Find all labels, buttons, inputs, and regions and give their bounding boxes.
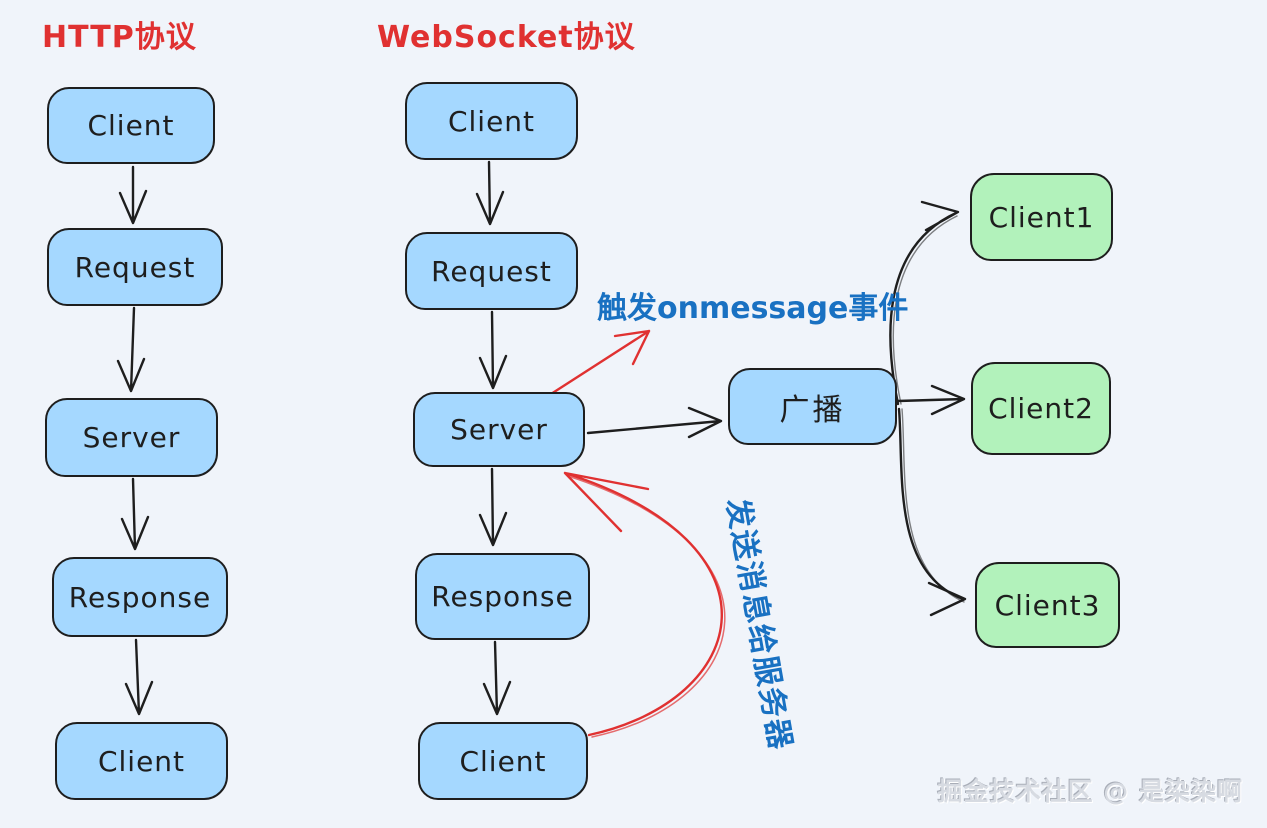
broadcast-client1-node: Client1 <box>970 173 1113 261</box>
arrow-broadcast-to-client2 <box>896 384 966 416</box>
arrow-broadcast-to-client3 <box>897 407 967 617</box>
node-label: Client <box>87 109 175 142</box>
node-label: Response <box>68 580 212 614</box>
arrow-broadcast-to-client1-sketch <box>892 215 958 405</box>
ws-server-node: Server <box>413 392 585 467</box>
ws-flow-arrows <box>475 160 512 716</box>
http-column-title: HTTP协议 <box>42 20 197 55</box>
node-label: Request <box>431 254 552 288</box>
node-label: Client <box>97 744 186 778</box>
http-server-node: Server <box>45 398 218 477</box>
red-arrows <box>549 329 726 738</box>
arrow-http-server-to-response <box>120 477 150 551</box>
http-request-node: Request <box>47 228 223 306</box>
onmessage-annotation: 触发onmessage事件 <box>597 291 909 326</box>
node-label: Server <box>82 421 181 454</box>
node-label: Client <box>459 744 547 778</box>
arrow-client-to-server-red-sketch <box>567 475 726 738</box>
http-response-node: Response <box>52 557 228 637</box>
node-label: Client <box>447 104 536 138</box>
node-label: Server <box>450 413 548 446</box>
arrow-client-to-server-red <box>563 471 723 737</box>
ws-response-node: Response <box>415 553 590 640</box>
node-label: 广播 <box>779 392 846 428</box>
ws-client-top-node: Client <box>405 82 578 160</box>
ws-request-node: Request <box>405 232 578 310</box>
ws-client-bottom-node: Client <box>418 722 588 800</box>
arrow-ws-server-to-response <box>478 467 508 547</box>
broadcast-client3-node: Client3 <box>975 562 1120 648</box>
arrow-server-to-broadcast <box>586 406 723 439</box>
node-label: Response <box>431 580 574 613</box>
arrow-ws-response-to-client <box>482 640 512 716</box>
arrow-ws-request-to-server <box>478 310 508 390</box>
arrow-broadcast-to-client3-sketch <box>901 408 965 603</box>
broadcast-client2-node: Client2 <box>971 362 1111 455</box>
arrow-onmessage-red <box>549 329 651 396</box>
arrow-ws-client-to-request <box>475 160 505 226</box>
http-flow-arrows <box>116 165 154 716</box>
arrow-http-request-to-server <box>116 306 146 393</box>
node-label: Client2 <box>988 392 1094 425</box>
websocket-column-title: WebSocket协议 <box>377 20 636 55</box>
arrow-http-response-to-client <box>124 638 154 716</box>
node-label: Client1 <box>988 200 1095 234</box>
http-client-top-node: Client <box>47 87 215 164</box>
arrow-http-client-to-request <box>118 165 148 225</box>
broadcast-node: 广播 <box>728 368 897 445</box>
http-client-bottom-node: Client <box>55 722 228 800</box>
node-label: Request <box>74 250 196 284</box>
watermark: 掘金技术社区 @ 是染染啊 <box>937 777 1243 806</box>
node-label: Client3 <box>994 588 1101 622</box>
